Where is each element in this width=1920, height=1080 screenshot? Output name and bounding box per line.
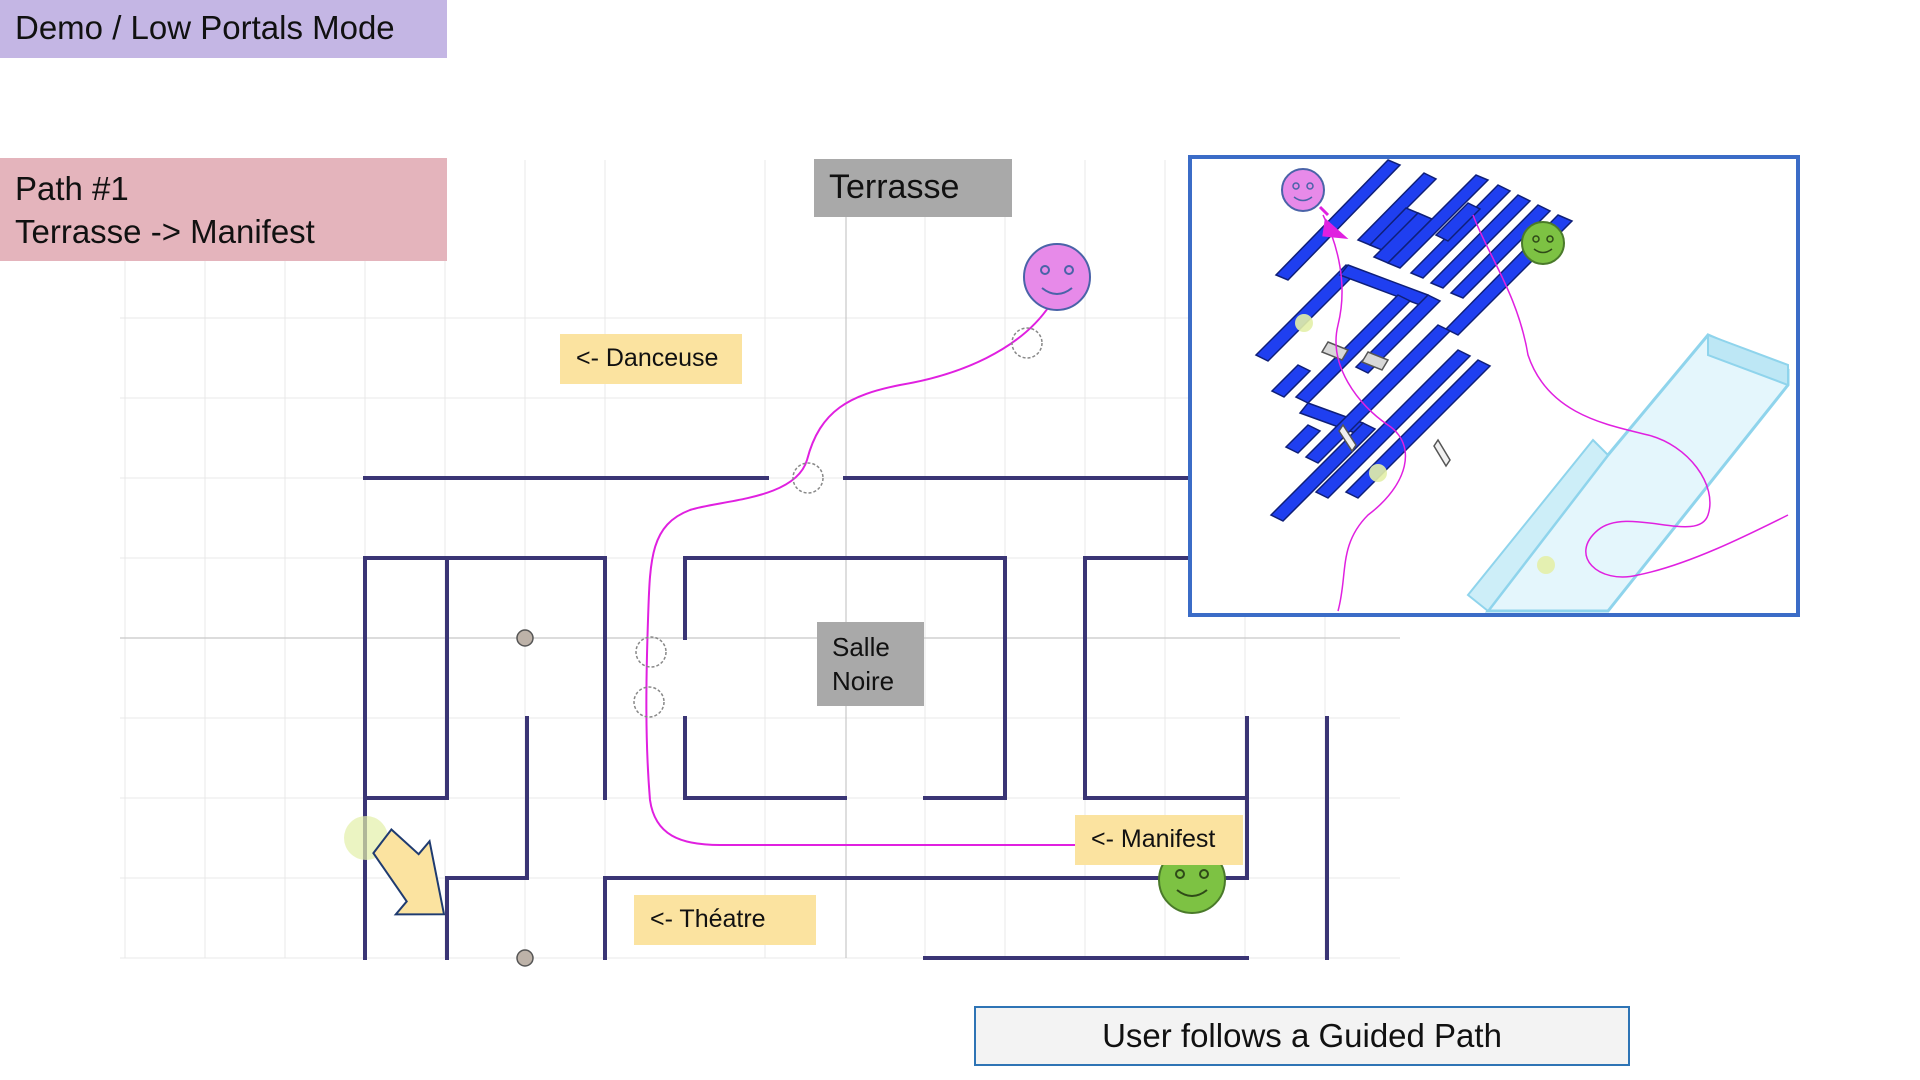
room-label-salle-noire: Salle Noire bbox=[817, 622, 924, 706]
room-label-salle-line2: Noire bbox=[832, 666, 895, 696]
maze-walls bbox=[363, 476, 1329, 960]
path-banner: Path #1 Terrasse -> Manifest bbox=[0, 158, 447, 261]
path-title: Path #1 bbox=[15, 170, 129, 207]
pillar-markers bbox=[516, 629, 534, 967]
inset-spawn-markers bbox=[1295, 314, 1555, 574]
sign-danceuse: <- Danceuse bbox=[560, 334, 742, 384]
mode-banner: Demo / Low Portals Mode bbox=[0, 0, 447, 58]
inset-portal-objects bbox=[1320, 341, 1451, 468]
inset-glass-room bbox=[1466, 333, 1790, 613]
inset-guided-path bbox=[1322, 214, 1789, 612]
portal-waypoints bbox=[633, 327, 1043, 718]
room-label-salle-line1: Salle bbox=[832, 632, 890, 662]
room-label-terrasse: Terrasse bbox=[814, 159, 1012, 217]
inset-end-avatar-icon bbox=[1521, 221, 1565, 265]
caption-box: User follows a Guided Path bbox=[974, 1006, 1630, 1066]
inset-direction-arrow-icon bbox=[1318, 205, 1349, 239]
start-avatar-icon bbox=[1023, 243, 1091, 311]
sign-theatre: <- Théatre bbox=[634, 895, 816, 945]
path-route: Terrasse -> Manifest bbox=[15, 213, 315, 250]
inset-3d-view bbox=[1188, 155, 1800, 617]
sign-manifest: <- Manifest bbox=[1075, 815, 1243, 865]
inset-start-avatar-icon bbox=[1281, 168, 1325, 212]
guided-path-line bbox=[645, 304, 1240, 846]
entry-arrow-icon bbox=[372, 827, 446, 916]
